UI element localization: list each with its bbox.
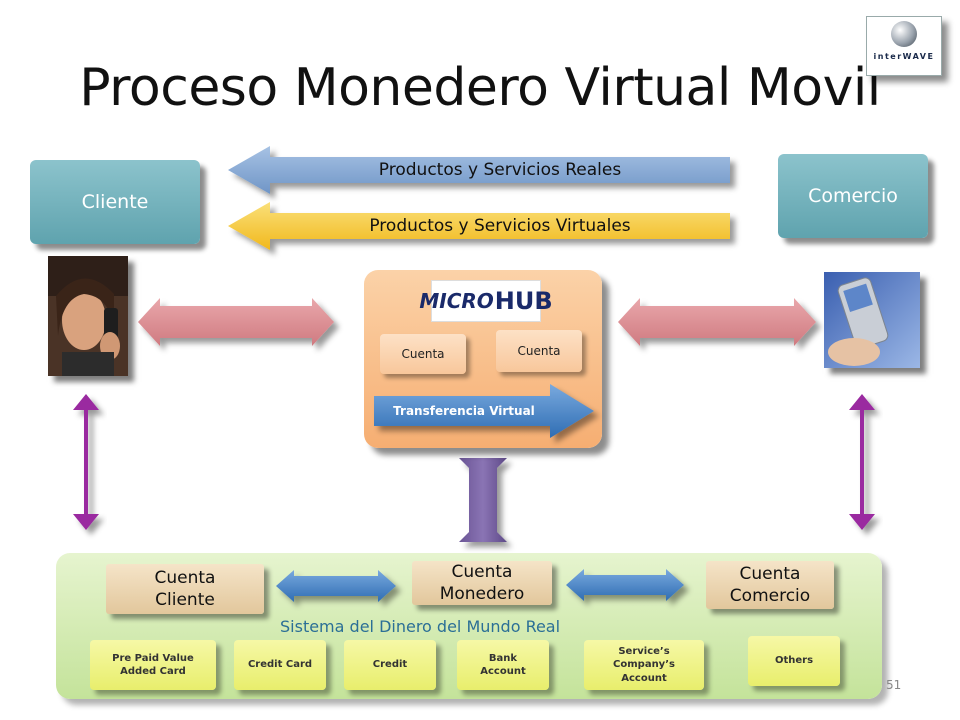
comercio-label: Comercio bbox=[808, 185, 898, 207]
banner-real-label: Productos y Servicios Reales bbox=[378, 160, 622, 180]
banner-virtual-arrow bbox=[228, 202, 730, 250]
item-prepaid-card[interactable]: Pre Paid Value Added Card bbox=[90, 640, 216, 690]
client-photo bbox=[48, 256, 128, 376]
monedero-comercio-double-arrow bbox=[566, 569, 684, 601]
microhub-cuenta-left-label: Cuenta bbox=[401, 347, 445, 361]
banner-real-arrow bbox=[228, 146, 730, 194]
real-system-name: Sistema del Dinero del Mundo Real bbox=[280, 617, 561, 636]
interwave-logo: interWAVE bbox=[866, 16, 942, 76]
comercio-box[interactable]: Comercio bbox=[778, 154, 928, 238]
cliente-monedero-double-arrow bbox=[276, 570, 396, 602]
item-others[interactable]: Others bbox=[748, 636, 840, 686]
transfer-virtual-arrow bbox=[374, 384, 594, 438]
microhub-logo-micro: MICRO bbox=[419, 289, 494, 313]
microhub-cuenta-right[interactable]: Cuenta bbox=[496, 330, 582, 372]
client-photo-icon bbox=[48, 256, 128, 376]
item-credit[interactable]: Credit bbox=[344, 640, 436, 690]
microhub-cuenta-right-label: Cuenta bbox=[517, 344, 561, 358]
cuenta-cliente-box[interactable]: Cuenta Cliente bbox=[106, 564, 264, 614]
merchant-phone-photo bbox=[824, 272, 920, 368]
logo-text: interWAVE bbox=[873, 52, 935, 61]
logo-orb-icon bbox=[891, 21, 917, 47]
cuenta-comercio-box[interactable]: Cuenta Comercio bbox=[706, 561, 834, 609]
item-credit-card[interactable]: Credit Card bbox=[234, 640, 326, 690]
microhub-cuenta-left[interactable]: Cuenta bbox=[380, 334, 466, 374]
microhub-logo-hub: HUB bbox=[494, 287, 553, 315]
item-bank-account[interactable]: Bank Account bbox=[457, 640, 549, 690]
center-purple-connector bbox=[459, 458, 507, 542]
left-purple-arrow bbox=[73, 394, 99, 530]
left-pink-double-arrow bbox=[138, 298, 334, 346]
page-title: Proceso Monedero Virtual Movil bbox=[79, 58, 881, 118]
right-pink-double-arrow bbox=[618, 298, 816, 346]
cliente-label: Cliente bbox=[81, 191, 149, 213]
transfer-virtual-label: Transferencia Virtual bbox=[393, 404, 535, 418]
right-purple-arrow bbox=[849, 394, 875, 530]
cliente-box[interactable]: Cliente bbox=[30, 160, 200, 244]
item-services-company-account[interactable]: Service’s Company’s Account bbox=[584, 640, 704, 690]
page-number: 51 bbox=[886, 678, 902, 692]
transfer-arrow-svg bbox=[374, 384, 594, 438]
banner-virtual-label: Productos y Servicios Virtuales bbox=[369, 216, 631, 236]
mobile-phone-icon bbox=[824, 272, 920, 368]
cuenta-monedero-box[interactable]: Cuenta Monedero bbox=[412, 561, 552, 605]
